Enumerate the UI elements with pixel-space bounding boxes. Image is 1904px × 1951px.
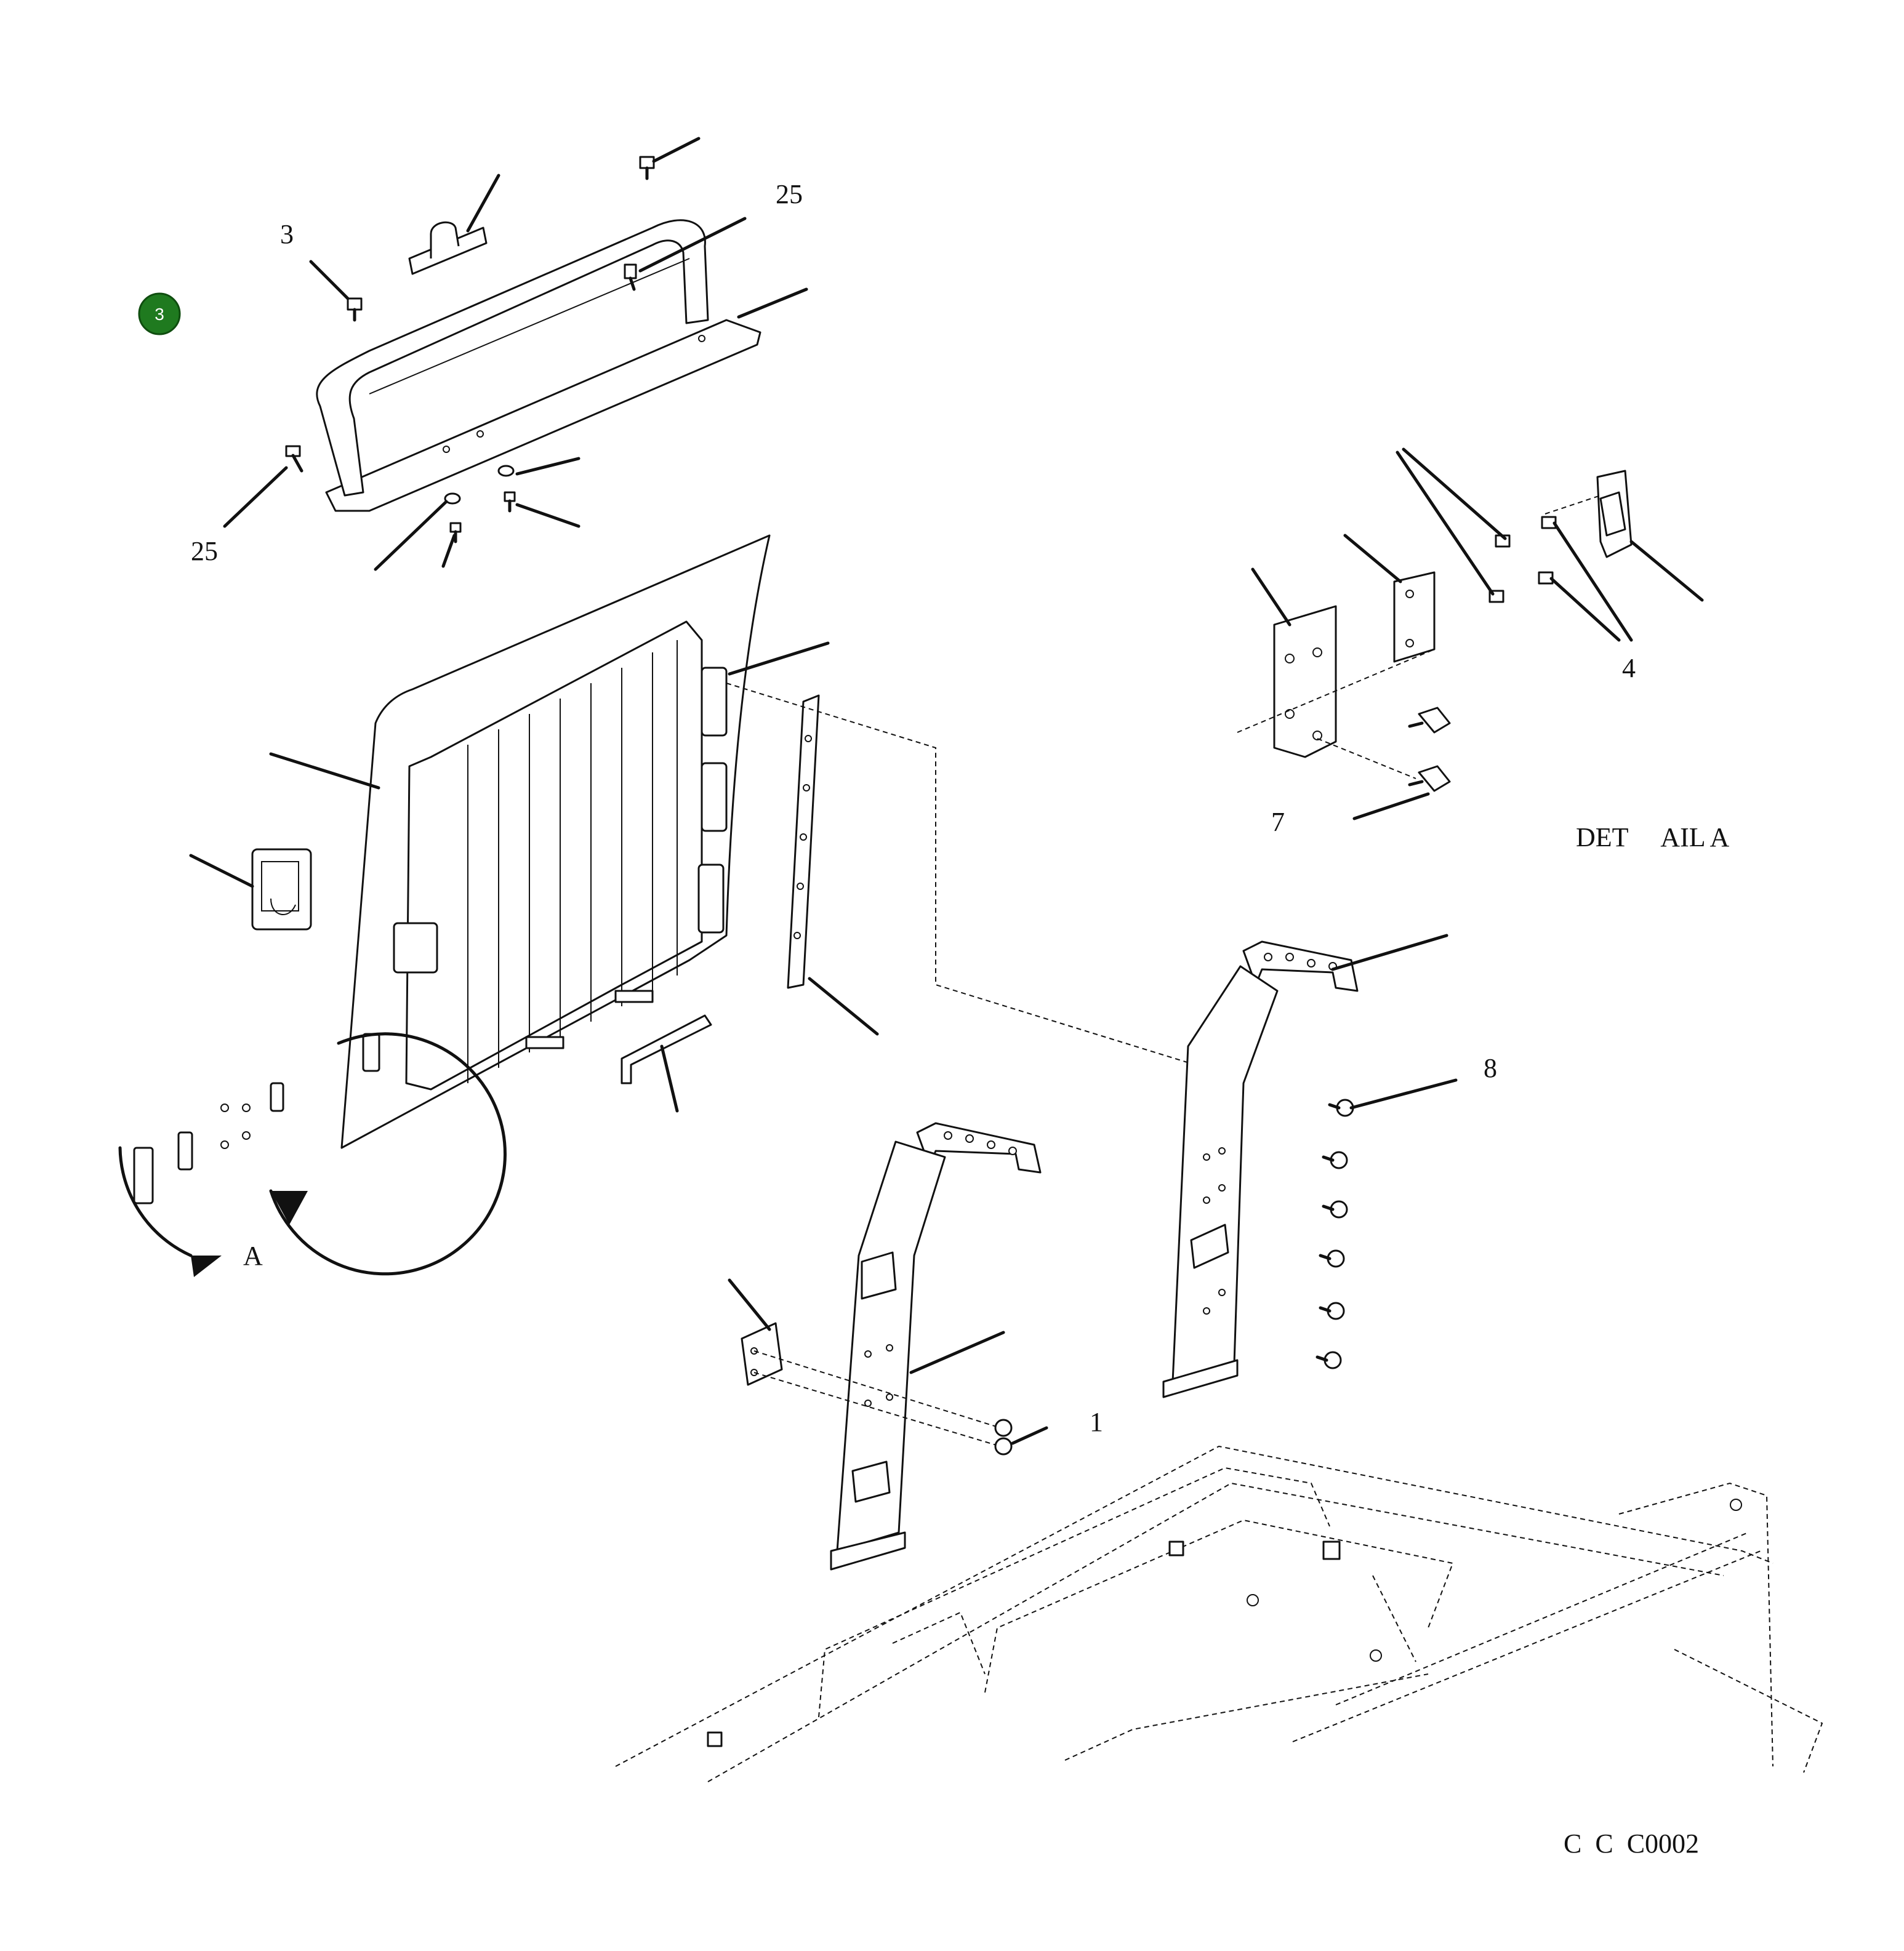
arrow-icon xyxy=(271,1191,308,1225)
callout-number: 3 xyxy=(155,305,164,324)
ref-label-8: 8 xyxy=(1484,1053,1497,1083)
bolt-icon xyxy=(1322,1200,1348,1219)
leader-support-right xyxy=(1331,934,1448,971)
handrail-assembly xyxy=(316,219,761,512)
ref-label-7: 7 xyxy=(1271,807,1285,837)
detail-a-parts xyxy=(1237,470,1633,792)
handrail-bolts xyxy=(285,156,655,543)
drawing-code: C C C0002 xyxy=(1564,1829,1699,1859)
louvers xyxy=(467,640,678,1083)
bolt-icon xyxy=(449,522,462,543)
support-post-right xyxy=(1162,940,1359,1398)
bolt-icon xyxy=(1408,707,1451,734)
grille-panel xyxy=(340,534,771,1149)
arrow-icon xyxy=(191,1256,222,1277)
reference-labels: 3 25 25 4 7 8 1 A DET AIL A C C C0002 xyxy=(191,179,1730,1859)
bolt-icon xyxy=(347,297,363,322)
bolt-icon xyxy=(1328,1099,1354,1117)
support-post-left xyxy=(830,1122,1042,1571)
washer-icon xyxy=(497,465,515,477)
assembly-guide-line xyxy=(726,683,1226,1075)
bolt-icon xyxy=(285,445,303,473)
detail-view-label: A xyxy=(243,1241,263,1271)
latch xyxy=(251,848,312,931)
bolt-icon xyxy=(1319,1302,1345,1320)
leader-lines-detail-a xyxy=(1251,447,1704,820)
bolt-icon xyxy=(639,156,655,180)
ref-label-4: 4 xyxy=(1622,653,1636,683)
bolt-icon xyxy=(1319,1249,1345,1268)
ref-label-25-top: 25 xyxy=(776,179,803,209)
leader-lines-left-post xyxy=(728,1278,1048,1445)
bolt-column xyxy=(1316,1099,1354,1369)
ref-label-1: 1 xyxy=(1090,1407,1103,1437)
ref-label-3: 3 xyxy=(280,219,294,249)
bolt-icon xyxy=(1316,1351,1342,1369)
hinge-strap xyxy=(787,694,820,989)
small-plate xyxy=(741,1322,1001,1447)
detail-magnifier xyxy=(118,1032,507,1277)
leader-lines-handrail xyxy=(223,137,808,571)
bolt-icon xyxy=(1408,765,1451,792)
callout-badge[interactable]: 3 xyxy=(138,292,181,335)
prop-rod xyxy=(621,1014,712,1084)
bolt-icon xyxy=(994,1437,1013,1456)
bolt-icon xyxy=(994,1419,1013,1437)
ref-label-25-left: 25 xyxy=(191,536,218,566)
detail-title: DET AIL A xyxy=(1576,822,1730,852)
bolt-icon xyxy=(1322,1151,1348,1169)
leader-lines-panel xyxy=(189,641,879,1113)
chassis-frame xyxy=(615,1445,1823,1782)
leader-ref-8 xyxy=(1349,1078,1458,1110)
bolt-icon xyxy=(504,491,516,513)
bolt-icon xyxy=(624,263,637,291)
washer-icon xyxy=(444,492,461,505)
